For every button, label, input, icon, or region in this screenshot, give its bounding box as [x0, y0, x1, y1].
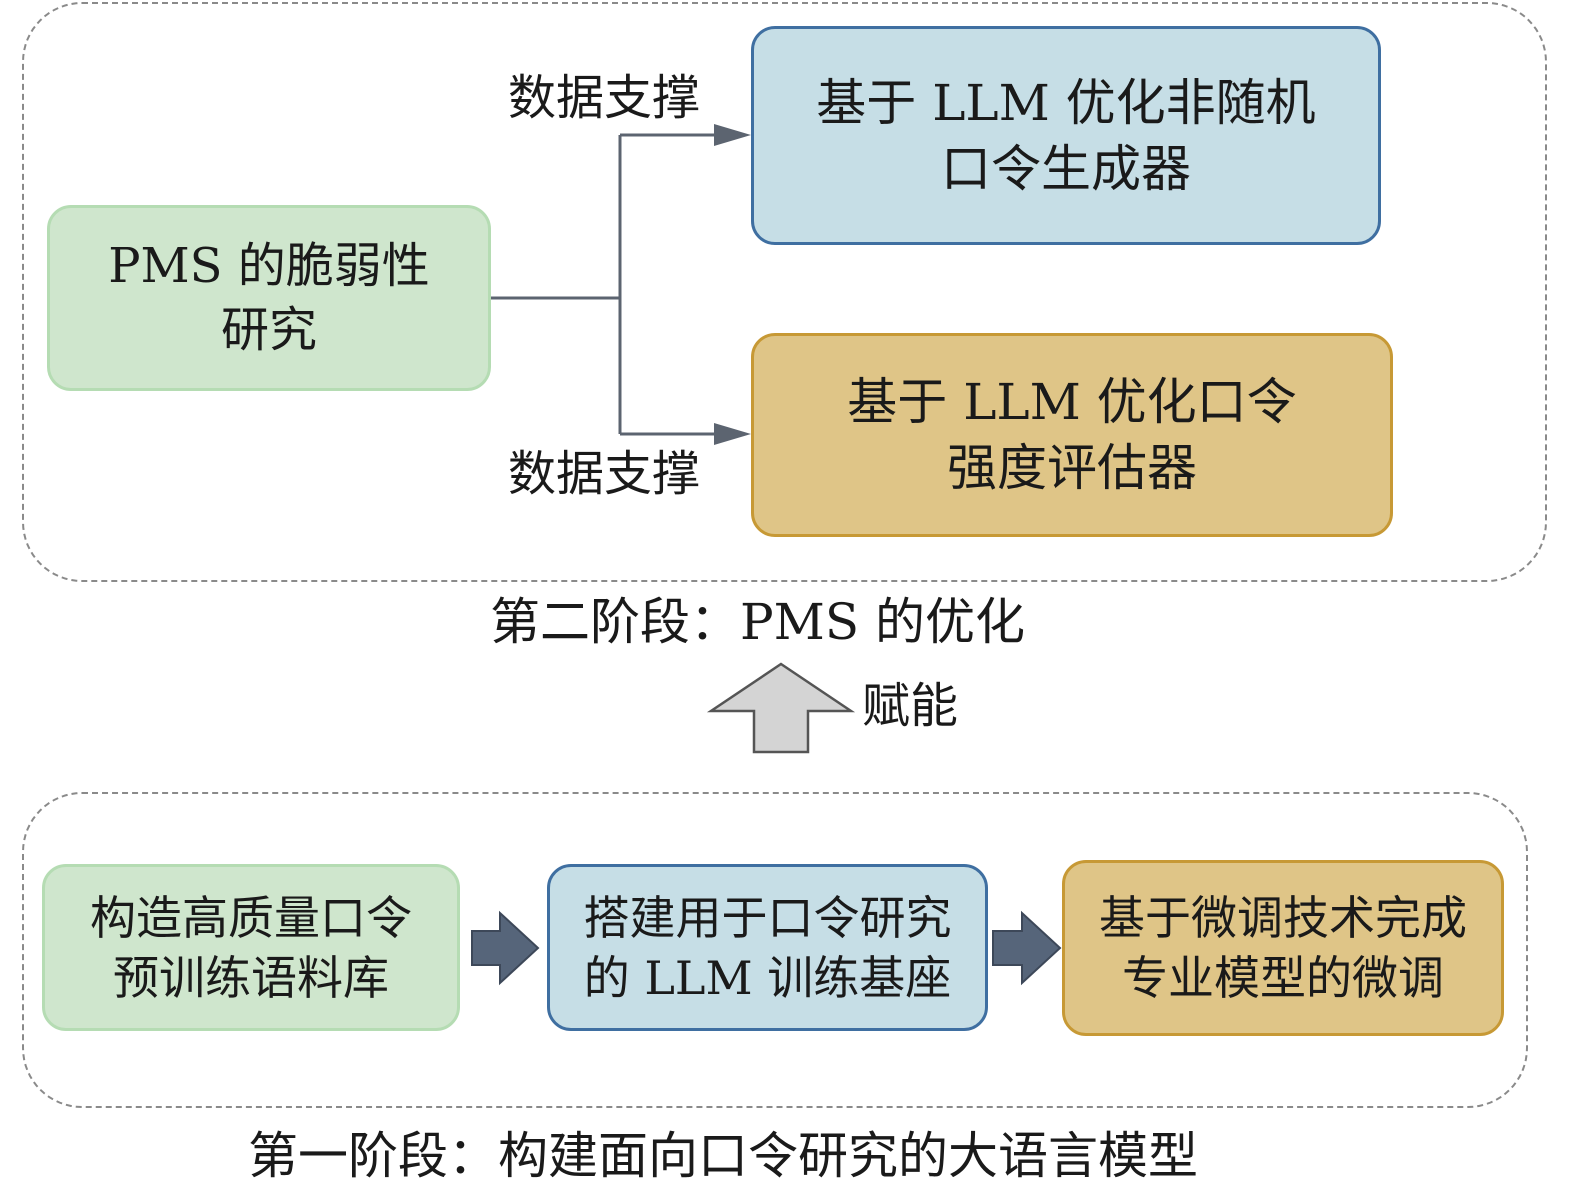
pms-vulnerability-box: PMS 的脆弱性 研究 — [47, 205, 491, 391]
llm-password-generator-line-2: 口令生成器 — [941, 139, 1191, 198]
finetune-step-line-1: 基于微调技术完成 — [1099, 891, 1467, 945]
arrowhead-bottom-icon — [714, 423, 751, 445]
corpus-step-box: 构造高质量口令 预训练语料库 — [42, 864, 460, 1031]
edge-label-bottom: 数据支撑 — [508, 446, 701, 502]
pms-vulnerability-line-2: 研究 — [220, 302, 317, 358]
llm-base-step-box: 搭建用于口令研究 的 LLM 训练基座 — [547, 864, 988, 1031]
empower-up-arrow-icon — [706, 662, 856, 754]
finetune-step-box: 基于微调技术完成 专业模型的微调 — [1062, 860, 1504, 1036]
llm-password-generator-line-1: 基于 LLM 优化非随机 — [816, 73, 1316, 132]
corpus-step-line-1: 构造高质量口令 — [90, 890, 412, 945]
llm-password-generator-box: 基于 LLM 优化非随机 口令生成器 — [751, 26, 1381, 245]
step-arrow-1-icon — [471, 910, 540, 986]
arrowhead-top-icon — [714, 124, 751, 146]
stage2-group — [22, 2, 1547, 582]
llm-base-step-line-2: 的 LLM 训练基座 — [583, 950, 952, 1005]
stage1-caption: 第一阶段：构建面向口令研究的大语言模型 — [248, 1127, 1198, 1185]
pms-vulnerability-line-1: PMS 的脆弱性 — [108, 238, 430, 294]
finetune-step-line-2: 专业模型的微调 — [1122, 951, 1444, 1005]
edge-label-top: 数据支撑 — [508, 70, 701, 126]
llm-strength-evaluator-line-2: 强度评估器 — [947, 439, 1197, 497]
llm-base-step-line-1: 搭建用于口令研究 — [583, 890, 952, 945]
llm-strength-evaluator-line-1: 基于 LLM 优化口令 — [847, 373, 1297, 431]
empower-label: 赋能 — [862, 678, 959, 734]
corpus-step-line-2: 预训练语料库 — [113, 950, 389, 1005]
fork-connector — [491, 133, 718, 436]
llm-strength-evaluator-box: 基于 LLM 优化口令 强度评估器 — [751, 333, 1393, 537]
stage1-group — [22, 792, 1528, 1108]
stage2-caption: 第二阶段：PMS 的优化 — [490, 593, 1025, 651]
step-arrow-2-icon — [992, 910, 1062, 986]
